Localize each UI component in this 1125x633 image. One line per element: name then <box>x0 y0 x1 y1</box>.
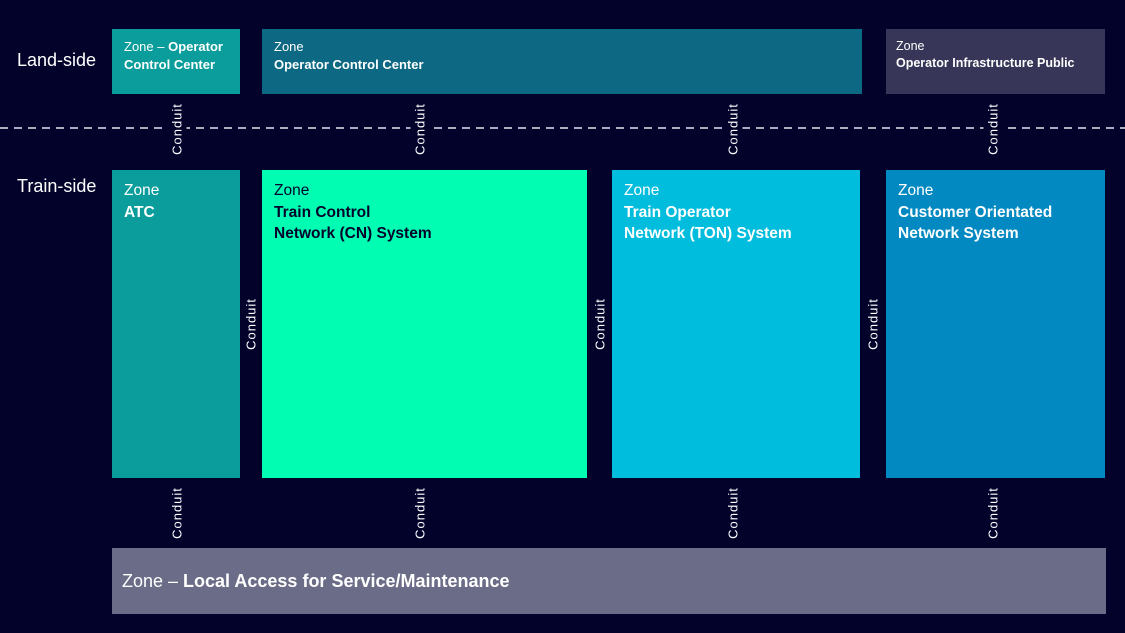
zone-prefix: Zone – <box>124 39 169 54</box>
zone-prefix: Zone <box>274 182 310 199</box>
zone-name: Operator Control Center <box>124 39 223 72</box>
conduit-label: Conduit <box>167 96 187 162</box>
zone-name-line2: Network System <box>898 225 1019 243</box>
conduit-label: Conduit <box>410 96 430 162</box>
zone-atc: Zone ATC <box>112 170 240 478</box>
zone-operator-control-center-small: Zone – Operator Control Center <box>112 29 240 94</box>
conduit-label: Conduit <box>983 480 1003 546</box>
zone-text: Zone – Local Access for Service/Maintena… <box>122 569 510 593</box>
conduit-label: Conduit <box>983 96 1003 162</box>
conduit-label: Conduit <box>863 291 883 357</box>
zone-prefix: Zone <box>124 182 160 199</box>
conduit-label: Conduit <box>167 480 187 546</box>
zone-train-operator-network: Zone Train Operator Network (TON) System <box>612 170 860 478</box>
conduit-label: Conduit <box>241 291 261 357</box>
land-side-label: Land-side <box>17 50 97 70</box>
zone-local-access-service-maintenance: Zone – Local Access for Service/Maintena… <box>112 548 1106 614</box>
zone-name: ATC <box>124 203 155 221</box>
zone-name: Operator Control Center <box>274 56 424 72</box>
zone-name-line2: Network (TON) System <box>624 225 792 243</box>
zone-name: Train Control <box>274 203 371 221</box>
zone-prefix: Zone – <box>122 570 184 591</box>
zone-name-line2: Network (CN) System <box>274 225 432 243</box>
zone-prefix: Zone <box>896 39 925 53</box>
conduit-label: Conduit <box>723 96 743 162</box>
zone-operator-infrastructure-public: Zone Operator Infrastructure Public <box>886 29 1105 94</box>
zone-customer-orientated-network: Zone Customer Orientated Network System <box>886 170 1105 478</box>
conduit-label: Conduit <box>590 291 610 357</box>
zone-name: Customer Orientated <box>898 203 1053 221</box>
train-side-label: Train-side <box>17 176 97 196</box>
zone-train-control-network: Zone Train Control Network (CN) System <box>262 170 587 478</box>
zone-operator-control-center-large: Zone Operator Control Center <box>262 29 862 94</box>
zone-name: Train Operator <box>624 203 731 221</box>
zone-prefix: Zone <box>898 182 934 199</box>
zone-prefix: Zone <box>274 39 304 54</box>
land-train-divider-line <box>0 127 1125 129</box>
conduit-label: Conduit <box>723 480 743 546</box>
zone-name: Operator Infrastructure Public <box>896 55 1075 70</box>
conduit-label: Conduit <box>410 480 430 546</box>
zone-prefix: Zone <box>624 182 660 199</box>
zone-name: Local Access for Service/Maintenance <box>183 570 510 591</box>
